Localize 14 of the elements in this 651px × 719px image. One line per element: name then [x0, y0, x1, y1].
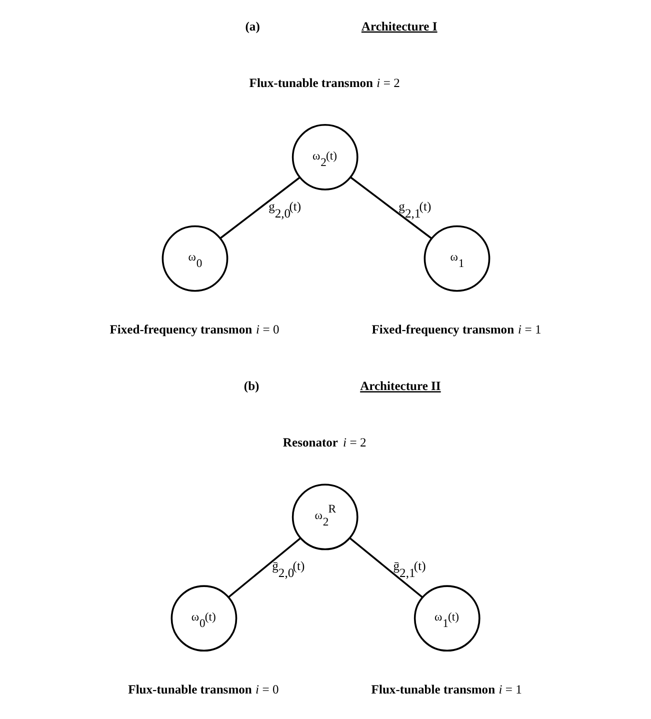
label: (b): [243, 379, 259, 394]
connector: [349, 176, 432, 240]
label: (a): [244, 19, 260, 34]
connector: [348, 537, 423, 598]
node-label: Flux-tunable transmon i = 2: [248, 76, 400, 90]
node-label: Fixed-frequency transmon i = 0: [109, 322, 279, 337]
label: Architecture I: [360, 19, 437, 34]
connector: [219, 176, 300, 239]
node-label: Fixed-frequency transmon i = 1: [371, 322, 541, 337]
connector: [228, 537, 301, 598]
label: Architecture II: [360, 379, 440, 394]
node-label: Flux-tunable transmon i = 0: [128, 682, 278, 696]
node-label: Flux-tunable transmon i = 1: [370, 682, 522, 696]
node-label: Resonator i = 2: [282, 436, 366, 450]
